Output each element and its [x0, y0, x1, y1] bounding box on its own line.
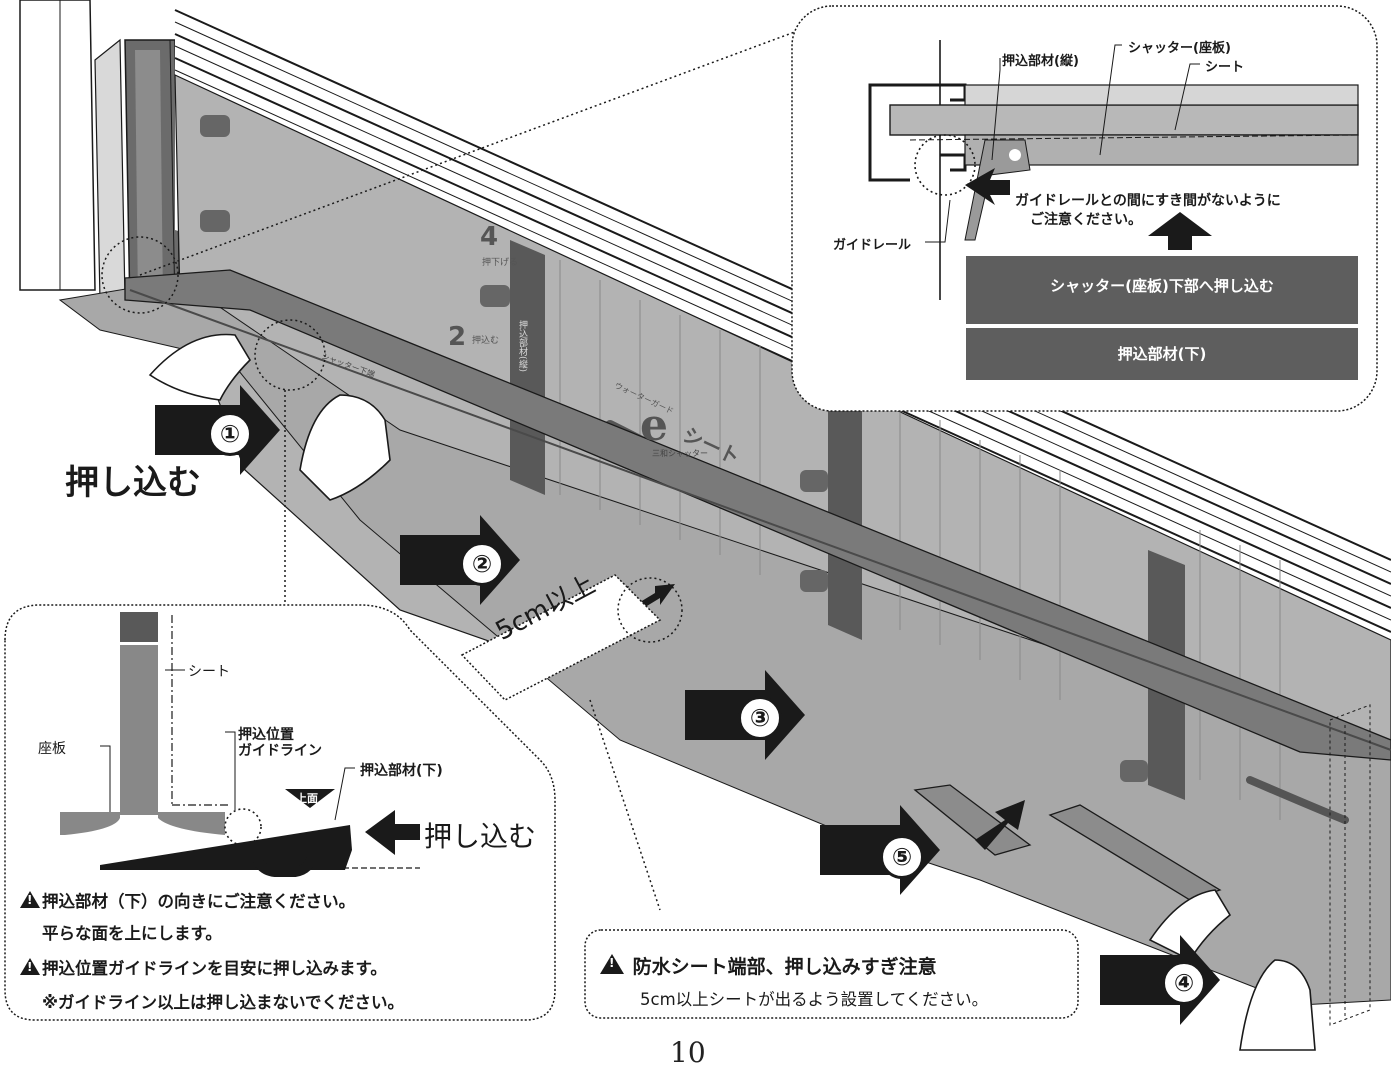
- push-in-label: 押し込む: [65, 463, 201, 503]
- caution-box-frame: [584, 929, 1079, 1019]
- inset-bottom-drawing: [60, 612, 420, 877]
- warning-icon: [20, 891, 40, 908]
- guide-rail-left: [124, 39, 181, 311]
- step-3-badge: ③: [738, 696, 782, 740]
- label-shutter-slat: シャッター(座板): [1128, 41, 1231, 56]
- caution-line2: ご注意ください。: [1030, 212, 1142, 228]
- step-5-badge: ⑤: [880, 835, 924, 879]
- warning-icon: [20, 958, 40, 975]
- left-wall: [19, 0, 126, 301]
- page-number: 10: [670, 1036, 706, 1069]
- label-sheet-top: シート: [1205, 60, 1245, 75]
- step-4-badge: ④: [1162, 961, 1206, 1005]
- sheet-step4-text: 押下げる: [482, 258, 519, 268]
- caution-body: 5cm以上シートが出るよう設置してください。: [640, 990, 989, 1009]
- step-2-badge: ②: [460, 542, 504, 586]
- sheet-maker: 三和シャッター: [652, 449, 708, 458]
- caution-line1: ガイドレールとの間にすき間がないように: [1015, 193, 1281, 209]
- callout-leaders: [101, 29, 801, 911]
- label-push-bottom: 押込部材(下): [360, 763, 443, 779]
- label-sheet-bottom: シート: [188, 664, 230, 680]
- sheet-vertical-member: 押込部材(縦): [517, 320, 527, 373]
- sheet-step4-num: 4: [480, 222, 499, 252]
- sheet-brand-e: e: [640, 400, 668, 451]
- hands-illustration: [148, 333, 1316, 1051]
- caution-title-text: 防水シート端部、押し込みすぎ注意: [632, 956, 937, 978]
- label-guide-rail: ガイドレール: [833, 238, 912, 253]
- note2-line1: 押込位置ガイドラインを目安に押し込みます。: [20, 955, 387, 979]
- label-slat: 座板: [38, 741, 66, 757]
- label-guide-line2: ガイドライン: [238, 743, 322, 759]
- sheet-step2-num: 2: [448, 322, 467, 352]
- caution-title: 防水シート端部、押し込みすぎ注意: [600, 952, 937, 979]
- step-1-badge: ①: [208, 412, 252, 456]
- note1-line2: 平らな面を上にします。: [42, 924, 222, 943]
- warning-icon: [600, 954, 624, 974]
- label-guide-line1: 押込位置: [238, 727, 294, 743]
- note2-line1-text: 押込位置ガイドラインを目安に押し込みます。: [42, 959, 387, 978]
- inset-top-drawing: [868, 40, 1359, 380]
- right-frame-dashed: [1329, 704, 1371, 1026]
- note1-line1-text: 押込部材（下）の向きにご注意ください。: [42, 892, 356, 911]
- label-push-vertical: 押込部材(縦): [1002, 54, 1079, 69]
- note1-line1: 押込部材（下）の向きにご注意ください。: [20, 888, 355, 912]
- label-top-face: 上面: [296, 792, 318, 805]
- box-push-under-slat: シャッター(座板)下部へ押し込む: [1050, 277, 1274, 295]
- distance-tag: [460, 574, 662, 701]
- bottom-push-member: [124, 269, 1391, 901]
- note2-line2: ※ガイドライン以上は押し込まないでください。: [42, 993, 405, 1012]
- box-push-member-bottom: 押込部材(下): [1117, 345, 1207, 363]
- sheet-step2-text: 押込む: [472, 336, 500, 346]
- inset-push-in-label: 押し込む: [424, 820, 537, 853]
